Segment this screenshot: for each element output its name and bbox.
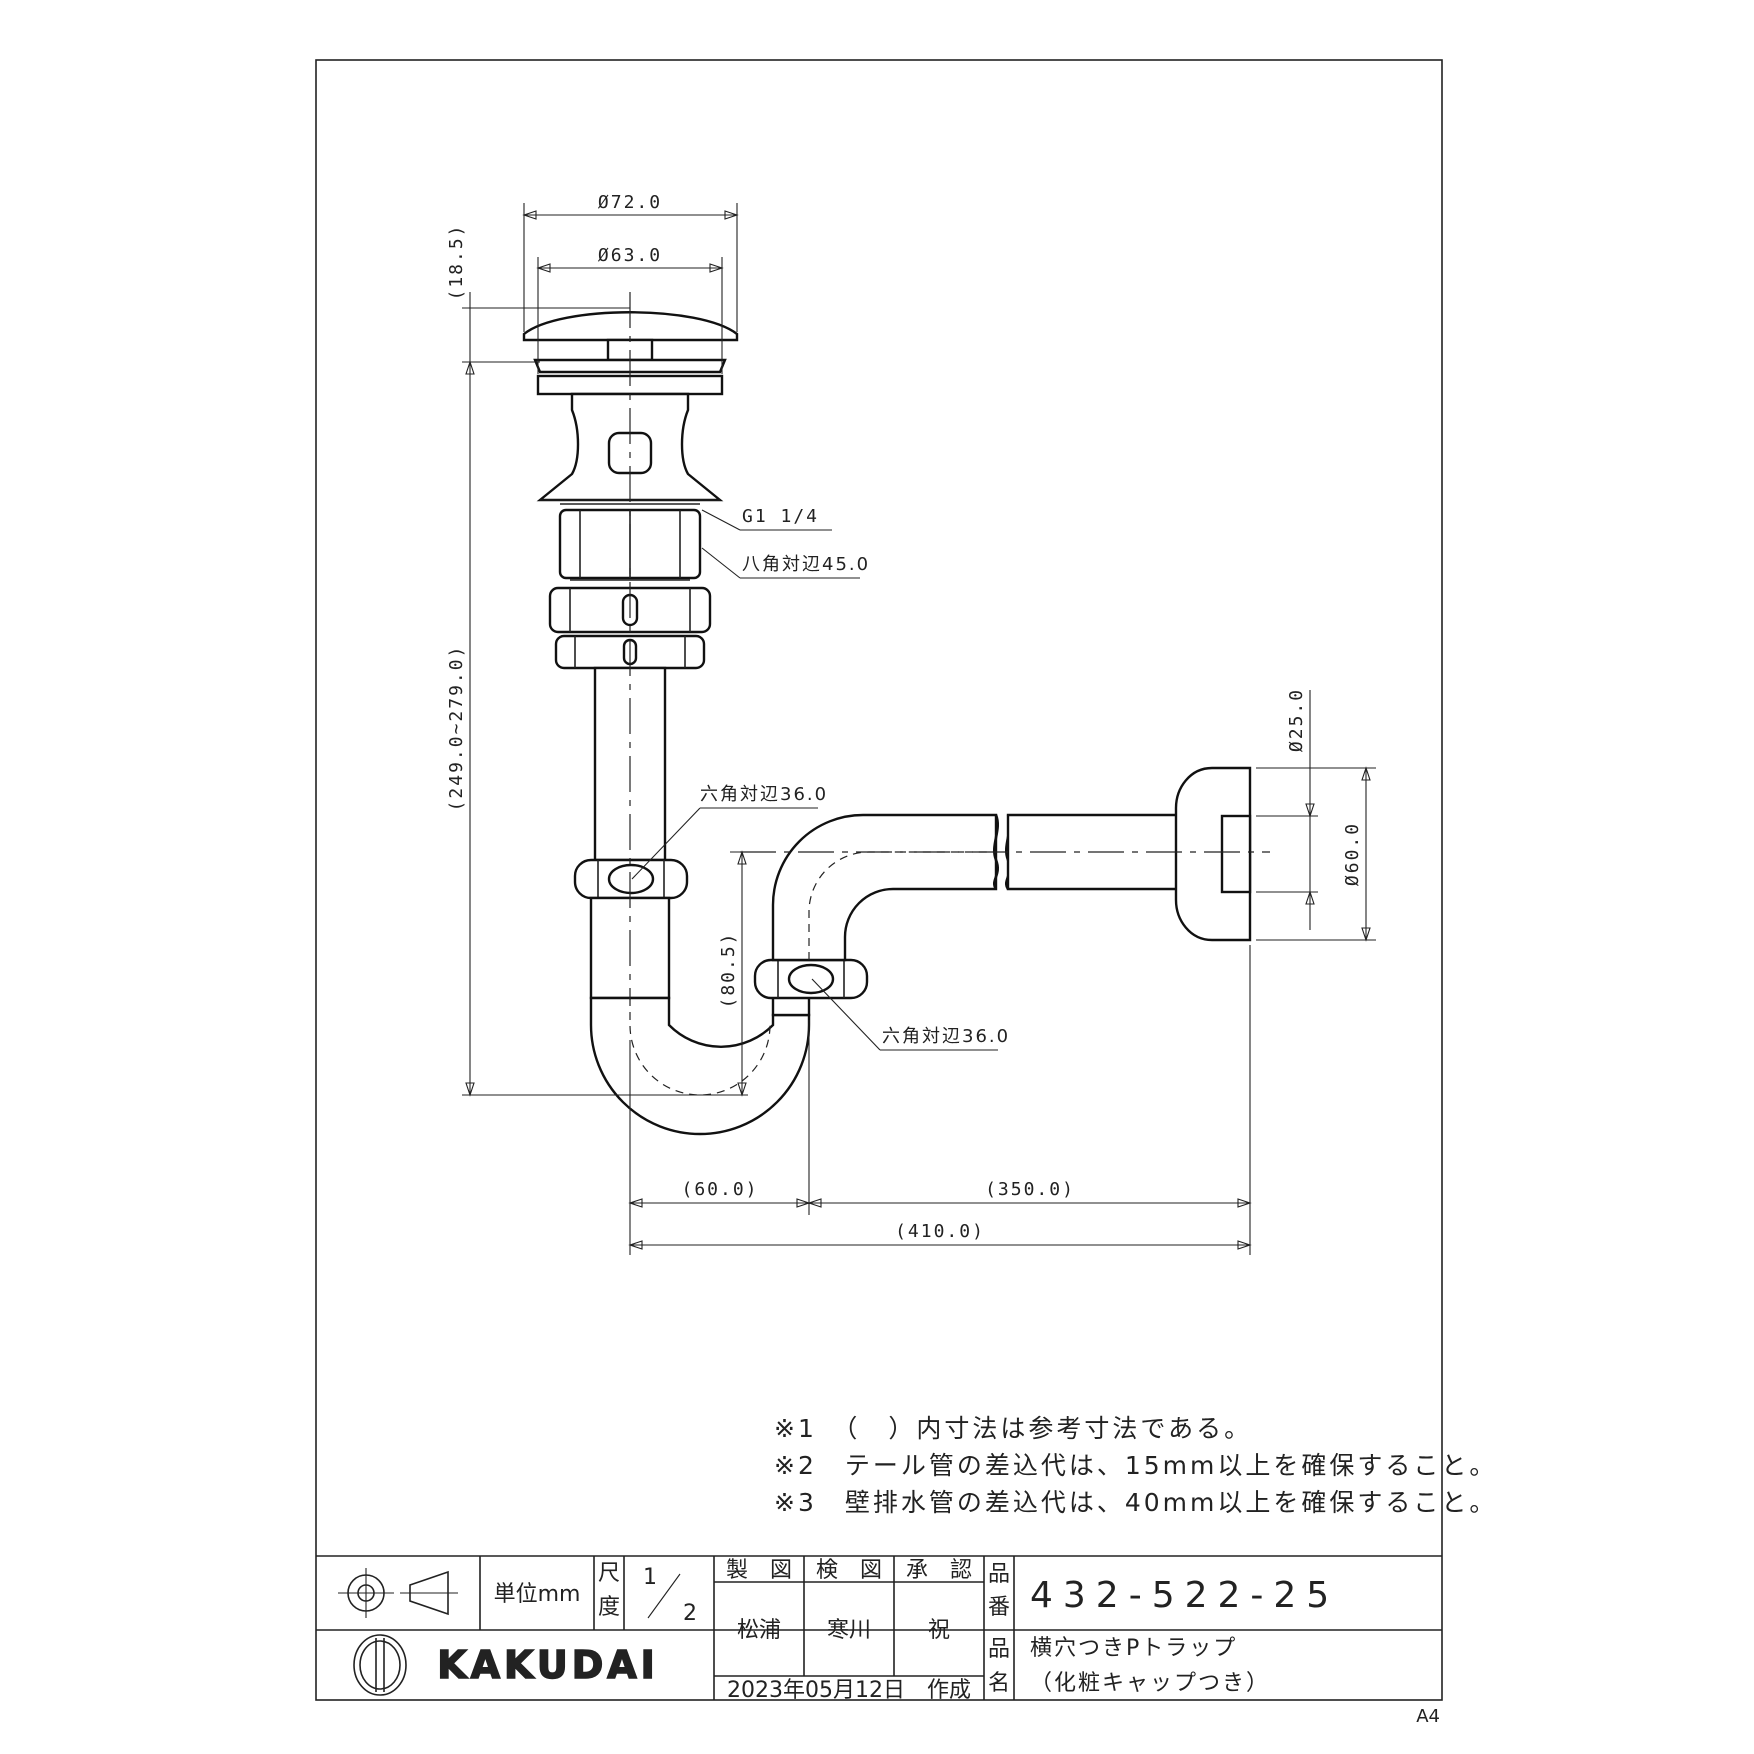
- p-trap-drawing: [522, 292, 1270, 1136]
- dim-diameter-72: Ø72.0: [598, 192, 662, 213]
- u-bend: [589, 996, 811, 1136]
- part-name-label-2: 名: [988, 1671, 1010, 1696]
- part-no-label-1: 品: [988, 1562, 1010, 1587]
- dim-width-350: (350.0): [985, 1179, 1075, 1200]
- scale-numerator: 1: [643, 1565, 657, 1590]
- dim-width-410: (410.0): [895, 1221, 985, 1242]
- checked-by: 寒川: [827, 1618, 871, 1643]
- kakudai-logo: KAKUDAI: [353, 1634, 659, 1696]
- dim-height-80-5: (80.5): [718, 931, 739, 1008]
- drawn-by: 松浦: [737, 1618, 781, 1643]
- drawn-header: 製 図: [726, 1558, 792, 1583]
- dim-thread-g1-1-4: G1 1/4: [742, 506, 819, 527]
- paper-size: A4: [1416, 1706, 1440, 1727]
- part-name-line1: 横穴つきPトラップ: [1030, 1636, 1237, 1661]
- part-number: 432-522-25: [1030, 1575, 1339, 1616]
- unit-label: 単位mm: [494, 1582, 581, 1607]
- logo-text: KAKUDAI: [437, 1643, 659, 1687]
- dim-diameter-63: Ø63.0: [598, 245, 662, 266]
- part-name-label-1: 品: [988, 1637, 1010, 1662]
- dim-height-249-279: (249.0~279.0): [446, 645, 467, 812]
- note-3: ※3 壁排水管の差込代は、40mm以上を確保すること。: [774, 1488, 1497, 1517]
- wall-cosmetic-cap: [1174, 766, 1252, 942]
- note-2: ※2 テール管の差込代は、15mm以上を確保すること。: [774, 1451, 1497, 1480]
- scale-denominator: 2: [683, 1601, 697, 1626]
- dim-hexagon-36-tail: 六角対辺36.0: [700, 784, 828, 805]
- note-1: ※1 （ ）内寸法は参考寸法である。: [774, 1414, 1252, 1443]
- part-no-label-2: 番: [988, 1595, 1010, 1620]
- dim-diameter-25: Ø25.0: [1286, 688, 1307, 752]
- scale-label-1: 尺: [598, 1561, 620, 1586]
- wall-pipe-socket: [1220, 814, 1252, 894]
- approved-by: 祝: [928, 1618, 950, 1643]
- third-angle-projection-icon: [338, 1568, 458, 1618]
- part-name-line2: （化粧キャップつき）: [1030, 1671, 1270, 1696]
- dim-diameter-60: Ø60.0: [1342, 822, 1363, 886]
- dimension-lines: Ø72.0 Ø63.0 (18.5) (249.0~279.0) G1 1/4 …: [446, 192, 1376, 1255]
- drawing-border: [315, 59, 1443, 1701]
- scale-label-2: 度: [598, 1595, 620, 1620]
- approved-header: 承 認: [906, 1558, 972, 1583]
- dim-width-60: (60.0): [681, 1179, 758, 1200]
- dim-height-18-5: (18.5): [446, 223, 467, 300]
- dim-hexagon-36-trap: 六角対辺36.0: [882, 1026, 1010, 1047]
- notes: ※1 （ ）内寸法は参考寸法である。 ※2 テール管の差込代は、15mm以上を確…: [774, 1414, 1497, 1517]
- upper-elbow: [771, 813, 998, 962]
- dim-octagon-45: 八角対辺45.0: [742, 554, 870, 575]
- title-block: 単位mm 尺 度 1 2 製 図 検 図 承 認 松浦 寒川 祝 品 番 432…: [316, 1555, 1442, 1703]
- checked-header: 検 図: [816, 1558, 882, 1583]
- drawing-date: 2023年05月12日 作成: [727, 1678, 971, 1703]
